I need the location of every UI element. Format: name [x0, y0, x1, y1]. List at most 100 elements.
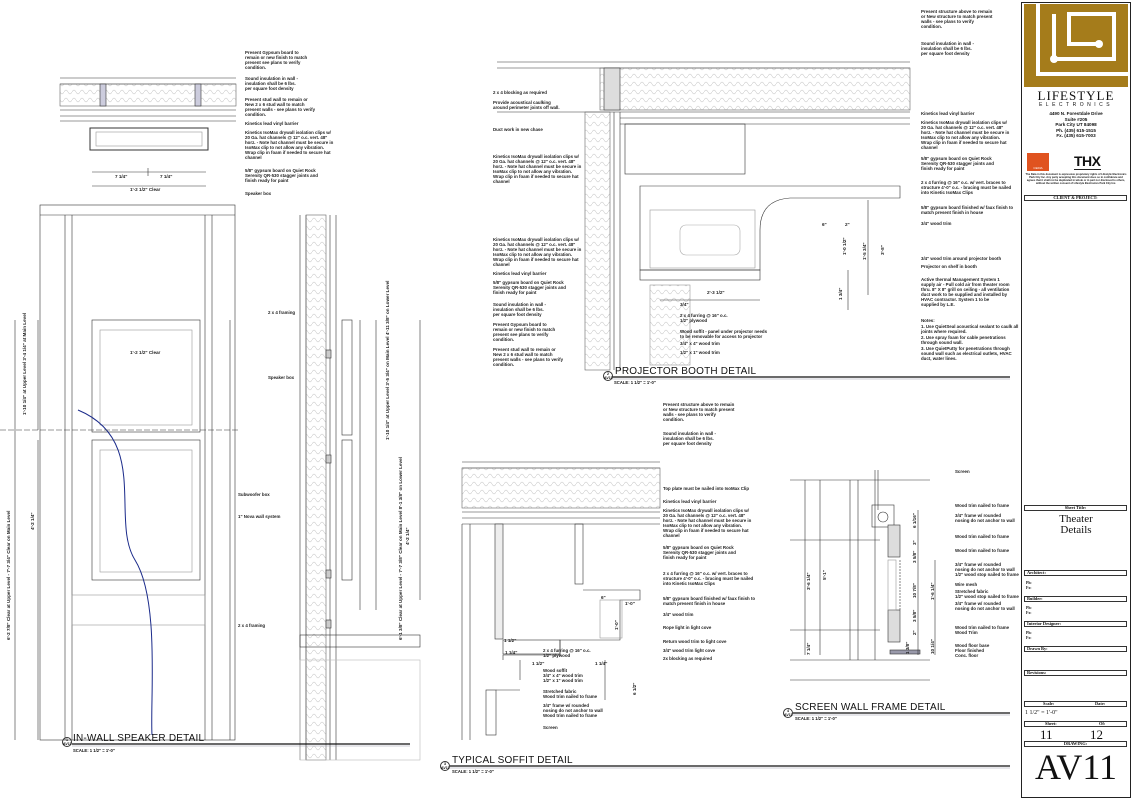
builder-fax-label: Fx:: [1026, 611, 1032, 615]
callout-label: 5/8" gypsum board on Quiet Rock Serenity…: [921, 156, 994, 171]
callout-label: 2 x 4 framing: [238, 623, 266, 628]
detail-title: TYPICAL SOFFIT DETAIL: [452, 755, 573, 766]
architect-phone-label: Ph:: [1026, 581, 1032, 585]
callout-label: Kinetics IsoMax drywall isolation clips …: [493, 154, 582, 184]
callout-label: Kinetics lead vinyl barrier: [493, 271, 547, 276]
callout-label: Kinetics IsoMax drywall isolation clips …: [493, 237, 582, 267]
sheet-number: 11: [1040, 727, 1053, 742]
dimension: 3": [912, 540, 917, 545]
dimension: 10 7/8": [912, 583, 917, 598]
callout-label: Present structure above to remain or New…: [663, 402, 735, 422]
dimension: 3 5/8": [912, 609, 917, 622]
company-name: LIFESTYLE: [1037, 88, 1115, 103]
scale-date-header: Scale:Date:: [1024, 701, 1127, 707]
callout-label: Active thermal Management System 1 suppl…: [921, 277, 1010, 307]
sheet-total: 12: [1090, 727, 1103, 742]
callout-label: Screen: [955, 469, 970, 474]
architect-fax-label: Fx:: [1026, 586, 1032, 590]
callout-label: 2 x 4 furring @ 16" o.c. w/ vert. braces…: [663, 571, 754, 586]
drawing-header: DRAWING:: [1024, 741, 1127, 747]
detail-scale: SCALE: 1 1/2" = 1'-0": [452, 769, 494, 774]
dimension: 1'-2 1/2" Clear: [130, 187, 161, 192]
cedia-logo: CEDIA: [1027, 153, 1049, 171]
drawing-number: AV11: [1034, 747, 1118, 787]
callout-label: 5/8" gypsum board finished w/ faux finis…: [663, 596, 756, 606]
dimension: 1'-0": [614, 620, 619, 630]
callout-label: Screen: [543, 725, 558, 730]
sheet-title-header: Sheet Title:: [1024, 505, 1127, 511]
callout-label: 5/8" gypsum board on Quiet Rock Serenity…: [493, 280, 566, 295]
callout-label: Speaker box: [268, 375, 295, 380]
callout-label: 5/8" gypsum board on Quiet Rock Serenity…: [245, 168, 318, 183]
callout-label: 2 x 4 furring @ 16" o.c. 1/2" plywood: [680, 313, 728, 323]
callout-label: Wood trim nailed to frame: [955, 534, 1010, 539]
dimension: 4'-2 1/4": [30, 512, 35, 530]
dimension: 6'-2 7/8" Clear at Upper Level - 7'-7 3/…: [6, 510, 11, 640]
callout-label: Projector on shelf in booth: [921, 264, 977, 269]
callout-label: Top plate must be nailed into IsoMax Cli…: [663, 486, 750, 491]
callout-label: Present structure above to remain or New…: [921, 9, 993, 29]
dimension: 3'-6 1/4": [806, 572, 811, 590]
dimension: 2": [845, 222, 850, 227]
dimension: 3/4": [680, 302, 689, 307]
sheet-of-header: Sheet:Of:: [1024, 721, 1127, 727]
dimension: 1 1/4": [595, 661, 608, 666]
dimension: 6'-1 3/8" Clear at Upper Level - 7'-7 3/…: [398, 457, 403, 640]
designer-phone-label: Ph:: [1026, 631, 1032, 635]
detail-title: PROJECTOR BOOTH DETAIL: [615, 366, 757, 377]
callout-label: Rope light in light cove: [663, 625, 712, 630]
dimension: 4'-2 1/4": [405, 527, 410, 545]
callout-label: Kinetics lead vinyl barrier: [921, 111, 975, 116]
dimension: 1'-0": [625, 601, 635, 606]
logo-mark-icon: [1036, 4, 1128, 76]
dimension: 1'-6 1/4": [930, 582, 935, 600]
callout-label: 2 x 4 furring @ 16" o.c. 1/2" plywood: [543, 648, 591, 658]
callout-label: Provide acoustical caulking around perim…: [493, 100, 560, 110]
callout-label: 3/4" x 4" wood trim: [680, 341, 720, 346]
callout-label: Sound insulation in wall - insulation sh…: [921, 41, 974, 56]
note-item: 3. Use QuietPutty for penetrations throu…: [921, 346, 1012, 361]
dimension: 2'-3 1/2": [707, 290, 725, 295]
callout-label: 3/4" frame w/ rounded nosing do not anch…: [955, 562, 1019, 577]
note-item: 1. Use QuietSeal acoustical sealant to c…: [921, 324, 1019, 334]
callout-label: Kinetics lead vinyl barrier: [245, 121, 299, 126]
callout-label: Wood soffit 3/4" x 4" wood trim 1/2" x 1…: [543, 668, 583, 683]
detail-scale: SCALE: 1 1/2" = 1'-0": [614, 380, 656, 385]
thx-logo: THX: [1074, 153, 1101, 170]
callout-label: Wood trim nailed to frame: [955, 503, 1010, 508]
dimension: 1'-10 1/4" at Upper Level 3'-4 1/4" at M…: [22, 312, 27, 415]
callout-label: Sound insulation in wall - insulation sh…: [245, 76, 298, 91]
detail-title: SCREEN WALL FRAME DETAIL: [795, 702, 946, 713]
designer-fax-label: Fx:: [1026, 636, 1032, 640]
callout-label: Duct work in new chase: [493, 127, 543, 132]
callout-label: Kinetics IsoMax drywall isolation clips …: [245, 130, 334, 160]
callout-label: Wood soffit - panel under projector need…: [680, 329, 768, 339]
dimension: 7 1/4": [115, 174, 128, 179]
callout-label: 2 x 4 framing: [268, 310, 296, 315]
callout-label: Present Gypsum board to remain or new fi…: [245, 50, 308, 70]
callout-label: Wood trim nailed to frame Wood Trim: [955, 625, 1010, 635]
callout-label: 3/4" frame w/ rounded nosing do not anch…: [955, 601, 1015, 611]
detail-scale: SCALE: 1 1/2" = 1'-0": [73, 748, 115, 753]
callout-label: Sound insulation in wall - insulation sh…: [493, 302, 546, 317]
speaker-wall-section: [299, 214, 421, 761]
callout-label: Kinetics IsoMax drywall isolation clips …: [921, 120, 1010, 150]
dimension: 6": [822, 222, 827, 227]
dimension: 1 3/8": [905, 641, 910, 654]
builder-header: Builder:: [1024, 596, 1127, 602]
callout-label: 2 x 4 furring @ 16" o.c. w/ vert. braces…: [921, 180, 1012, 195]
dimension: 3 5/8": [912, 550, 917, 563]
note-item: 2. Use spray foam for cable penetrations…: [921, 335, 1006, 345]
callout-label: Present Gypsum board to remain or new fi…: [493, 322, 556, 342]
callout-label: Stretched fabric 1/2" wood stop nailed t…: [955, 589, 1019, 599]
architect-header: Architect:: [1024, 570, 1127, 576]
callout-label: 2 x 4 blocking as required: [493, 90, 547, 95]
detail-title: IN-WALL SPEAKER DETAIL: [73, 733, 205, 744]
callout-label: 3/4" frame w/ rounded nosing do not anch…: [543, 703, 603, 718]
title-underlines: [72, 376, 1010, 769]
